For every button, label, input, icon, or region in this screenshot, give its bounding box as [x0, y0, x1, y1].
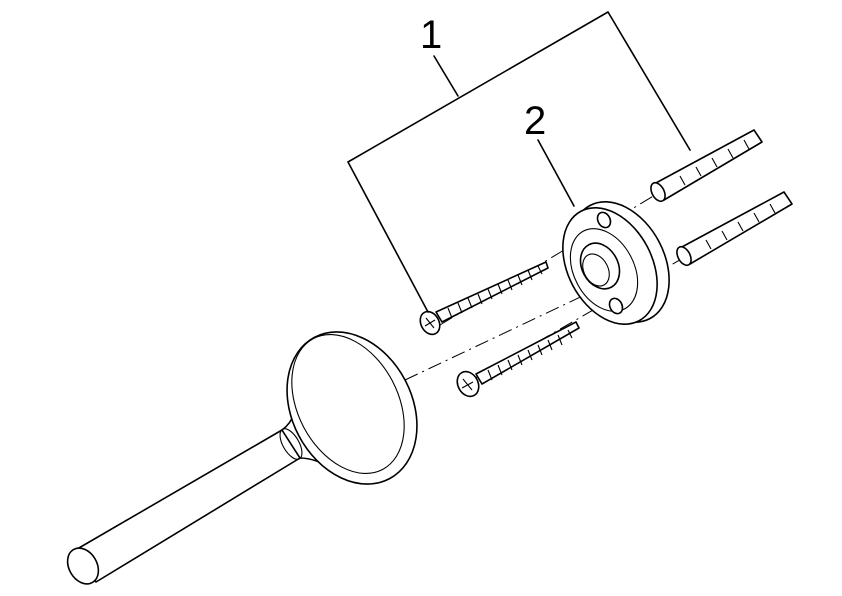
callout-2-label: 2	[524, 99, 546, 143]
callout-2-leader	[537, 139, 575, 207]
wood-screw-upper-icon	[419, 261, 549, 336]
callout-1-leader	[347, 11, 691, 313]
wall-plug-upper-icon	[650, 129, 763, 203]
callout-1-label: 1	[420, 13, 442, 57]
mounting-flange-icon	[562, 201, 670, 325]
rosette-cover-icon	[286, 331, 418, 485]
wall-plug-lower-icon	[676, 191, 793, 267]
wood-screw-lower-icon	[456, 321, 580, 398]
